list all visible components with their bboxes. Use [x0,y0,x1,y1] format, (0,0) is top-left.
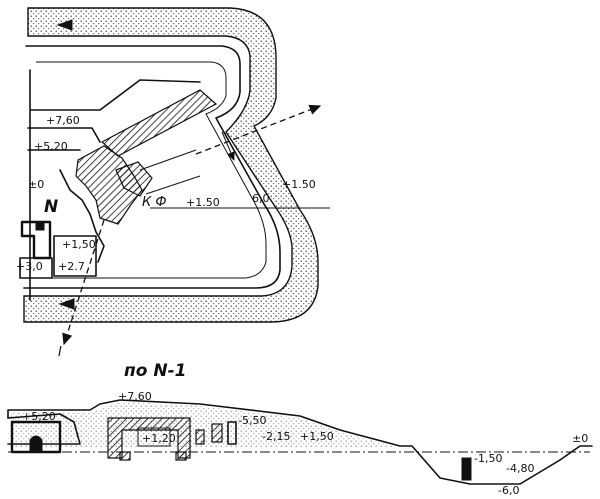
small-arrow-line [221,131,235,161]
plan-elev-150-lower: +1,50 [62,238,96,251]
central-casemate-inner [137,427,171,447]
moat-band [23,7,319,323]
left-casemate-door [29,435,43,453]
section-elev-neg150: -1,50 [474,452,502,465]
plan-elev-520: +5,20 [34,140,68,153]
lower-frames [19,235,97,279]
plan-section-mark: N [44,197,58,217]
right-block-1 [195,429,205,445]
section-elev-120: +1,20 [142,432,176,445]
plan-elev-0: ±0 [28,178,44,191]
section-elev-760: +7,60 [118,390,152,403]
enclosure-outline [29,69,201,301]
right-block-3 [227,421,237,445]
counterscarp-line [23,45,281,289]
casemate-block [75,145,143,225]
section-elev-550: -5,50 [238,414,266,427]
section-elev-0: ±0 [572,432,588,445]
plan-elev-27: +2.7 [58,260,85,273]
casemate-steps [27,127,105,263]
plan-dim-60: 6,0 [252,192,270,205]
plan-view: +7,60 +5,20 ±0 N К Ф +1.50 6,0 +1.50 +1,… [16,7,330,360]
moat-arrow-bottom [58,298,75,310]
section-line-lower [62,219,105,346]
casemate-block-small [115,161,153,197]
earth-profile [7,399,593,485]
section-elev-150: +1,50 [300,430,334,443]
section-elev-215: -2,15 [262,430,290,443]
section-view: по N-1 +7,60 +5,20 +1,20 -5,50 -2,15 +1,… [7,361,593,497]
earth-fill [8,402,400,448]
plan-elev-760: +7,60 [46,114,80,127]
inner-triangle [139,149,201,195]
section-line-upper [195,104,322,155]
central-casemate-base-r [175,451,187,461]
right-block-2 [211,423,223,443]
section-elev-neg60: -6,0 [498,484,519,497]
plan-elev-30: +3,0 [16,260,43,273]
section-elev-520: +5,20 [22,410,56,423]
plan-elev-150-inner: +1.50 [186,196,220,209]
ditch-wall [461,457,472,481]
section-elev-neg480: -4,80 [506,462,534,475]
casemate-wall-upper [100,89,218,157]
plan-elev-150-outer: +1.50 [282,178,316,191]
plan-section-end: I [58,345,62,360]
well-mark [35,221,45,231]
moat-arrow-top [56,19,73,31]
plan-kf: К Ф [142,195,167,210]
central-casemate-base-l [119,451,131,461]
section-title: по N-1 [124,361,186,381]
